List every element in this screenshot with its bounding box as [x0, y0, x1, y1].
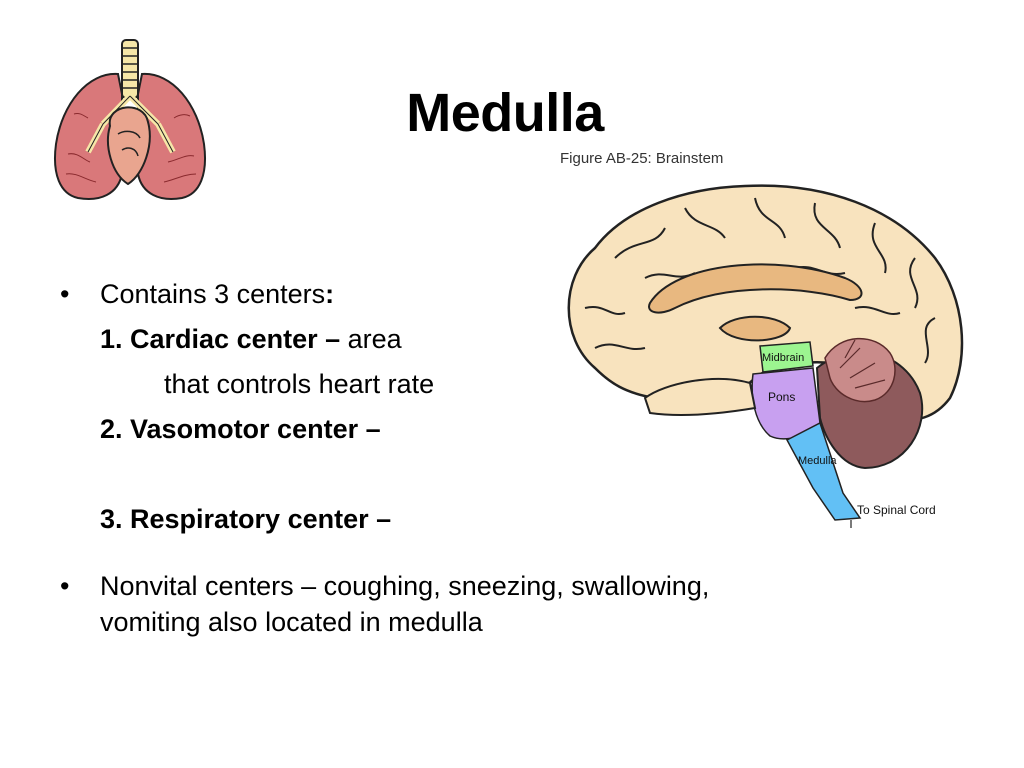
list-item-vasomotor: 2. Vasomotor center –: [100, 414, 381, 444]
spacer: [60, 542, 940, 568]
brainstem-figure: Figure AB-25: Brainstem: [555, 148, 975, 528]
bullet-text: Contains 3 centers: [100, 279, 326, 309]
bullet-dot: •: [60, 279, 70, 309]
label-midbrain: Midbrain: [762, 352, 804, 364]
label-pons: Pons: [768, 390, 795, 404]
spacer: [60, 452, 940, 497]
list-item-respiratory: 3. Respiratory center –: [100, 504, 392, 534]
bullet-colon: :: [325, 279, 335, 309]
nonvital-line-2: vomiting also located in medulla: [100, 607, 483, 637]
slide-body: • Contains 3 centers: 1. Cardiac center …: [60, 272, 940, 640]
cardiac-center-continuation: that controls heart rate: [164, 369, 435, 399]
cardiac-center-heading: 1. Cardiac center –: [100, 324, 341, 354]
cardiac-center-text: area: [340, 324, 402, 354]
label-medulla: Medulla: [798, 455, 837, 467]
bullet-dot: •: [60, 571, 70, 601]
slide-title: Medulla: [406, 83, 604, 143]
brain-illustration: Midbrain Pons Medulla To Spinal Cord: [567, 184, 964, 528]
nonvital-line-1: Nonvital centers – coughing, sneezing, s…: [100, 571, 710, 601]
bullet-item-nonvital: • Nonvital centers – coughing, sneezing,…: [60, 568, 940, 640]
label-spinal-cord: To Spinal Cord: [857, 503, 936, 517]
lungs-heart-illustration: [54, 39, 206, 200]
bullet-item-centers: • Contains 3 centers:: [60, 272, 940, 317]
list-item-cardiac: 1. Cardiac center – area: [60, 317, 940, 362]
figure-caption: Figure AB-25: Brainstem: [560, 150, 724, 167]
